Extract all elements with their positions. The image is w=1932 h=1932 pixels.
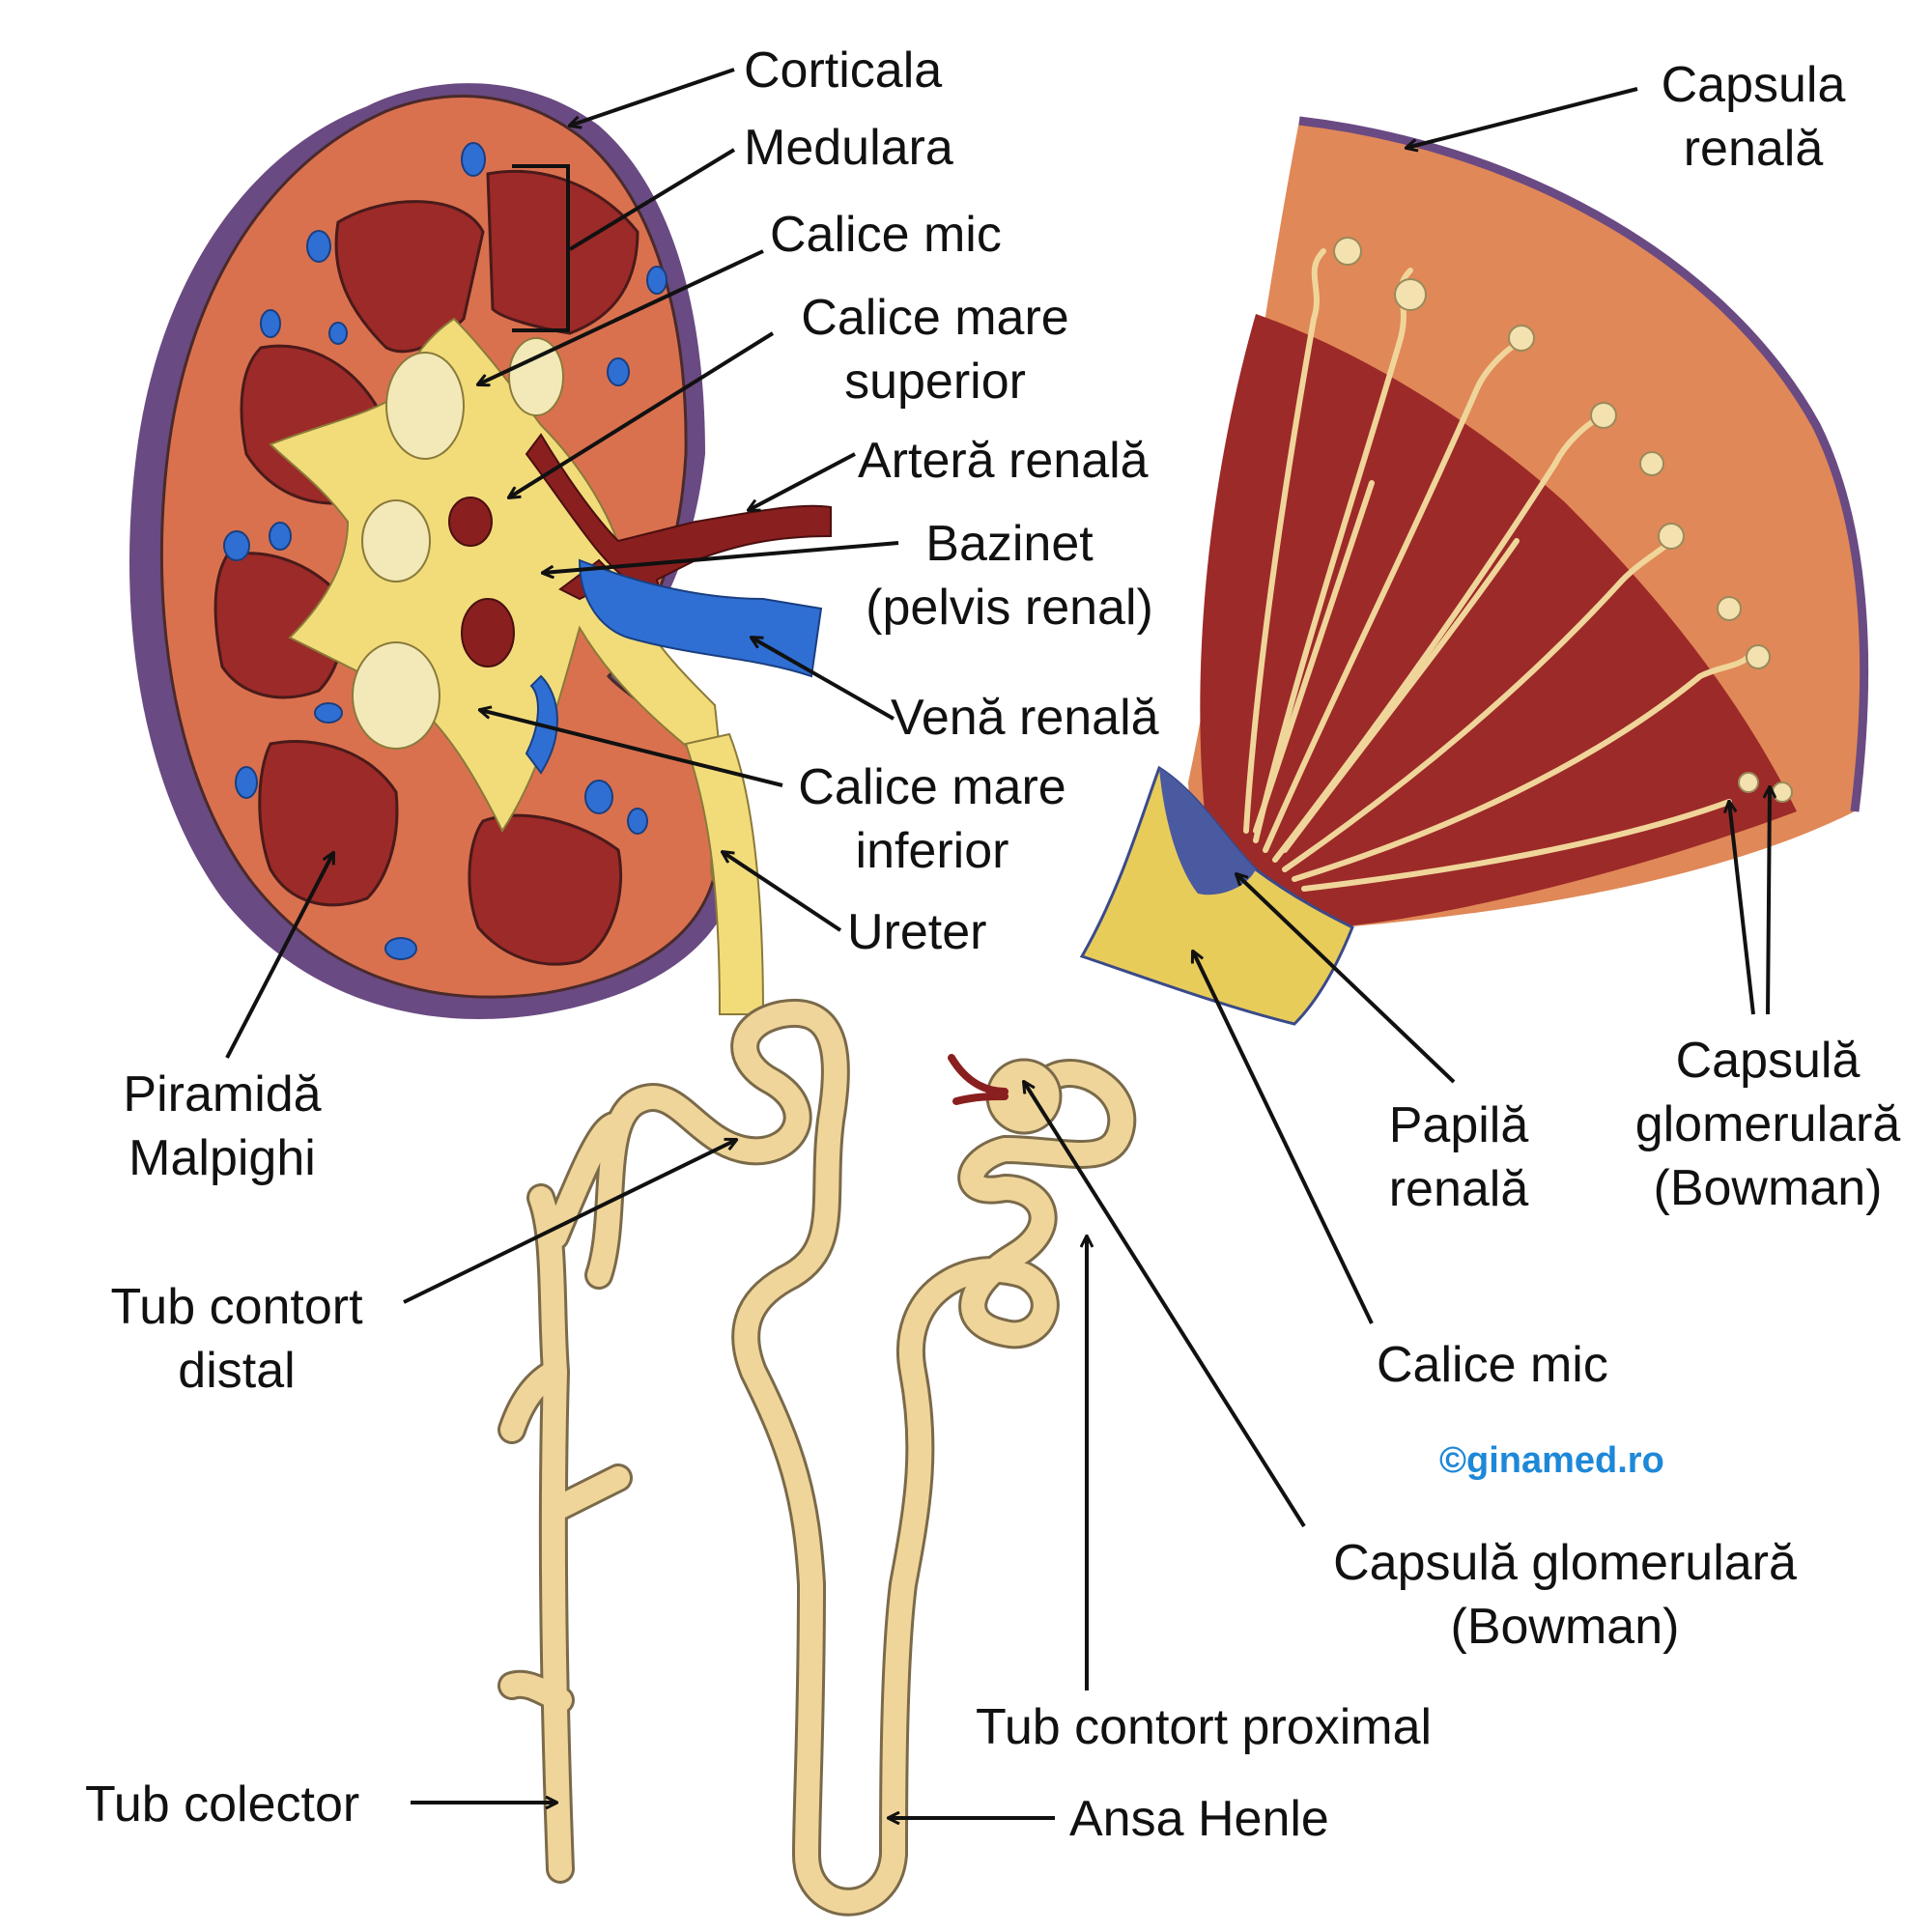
medulla-bracket — [512, 164, 570, 332]
renal-lobe-detail — [1079, 116, 1869, 1026]
label-ureter: Ureter — [847, 904, 987, 960]
label-vena-renala: Venă renală — [891, 690, 1159, 746]
label-papila-renala: Papilă renală — [1388, 1097, 1529, 1217]
label-piramida-malpighi: Piramidă Malpighi — [123, 1066, 322, 1186]
label-calice-mic-bottom: Calice mic — [1377, 1337, 1608, 1393]
label-tub-contort-proximal: Tub contort proximal — [976, 1699, 1433, 1755]
label-capsula-glomerulara-right: Capsulă glomerulară (Bowman) — [1634, 1033, 1901, 1216]
label-capsula-renala: Capsula renală — [1661, 57, 1846, 177]
afferent-arteriole — [948, 1054, 1009, 1105]
label-ansa-henle: Ansa Henle — [1069, 1791, 1329, 1847]
fat-clusters — [352, 337, 564, 750]
lobe-pyramid — [1200, 314, 1797, 927]
label-artera-renala: Arteră renală — [858, 433, 1149, 489]
label-calice-mare-inferior: Calice mare inferior — [798, 759, 1066, 879]
label-capsula-glomerulara-nephron: Capsulă glomerulară (Bowman) — [1333, 1535, 1797, 1655]
label-tub-colector: Tub colector — [85, 1776, 360, 1833]
glomeruli-lobe — [1333, 237, 1793, 803]
label-corticala: Corticala — [744, 43, 943, 99]
nephron-tubules-lobe — [1243, 248, 1751, 892]
renal-artery — [448, 433, 832, 668]
renal-papilla-tip — [1159, 768, 1256, 895]
lobe-capsule — [1298, 116, 1869, 812]
credit-ginamed: ©ginamed.ro — [1439, 1440, 1664, 1481]
label-medulara: Medulara — [744, 120, 953, 176]
cortex-vessels — [223, 142, 668, 960]
nephron — [497, 998, 1137, 1917]
label-tub-contort-distal: Tub contort distal — [110, 1279, 363, 1399]
label-bazinet: Bazinet (pelvis renal) — [866, 516, 1153, 636]
leader-lines — [225, 68, 1770, 1818]
minor-calyx-cup — [1079, 765, 1354, 1026]
label-calice-mic-top: Calice mic — [770, 207, 1002, 263]
label-calice-mare-superior: Calice mare superior — [801, 290, 1069, 410]
kidney-section — [129, 83, 832, 1020]
